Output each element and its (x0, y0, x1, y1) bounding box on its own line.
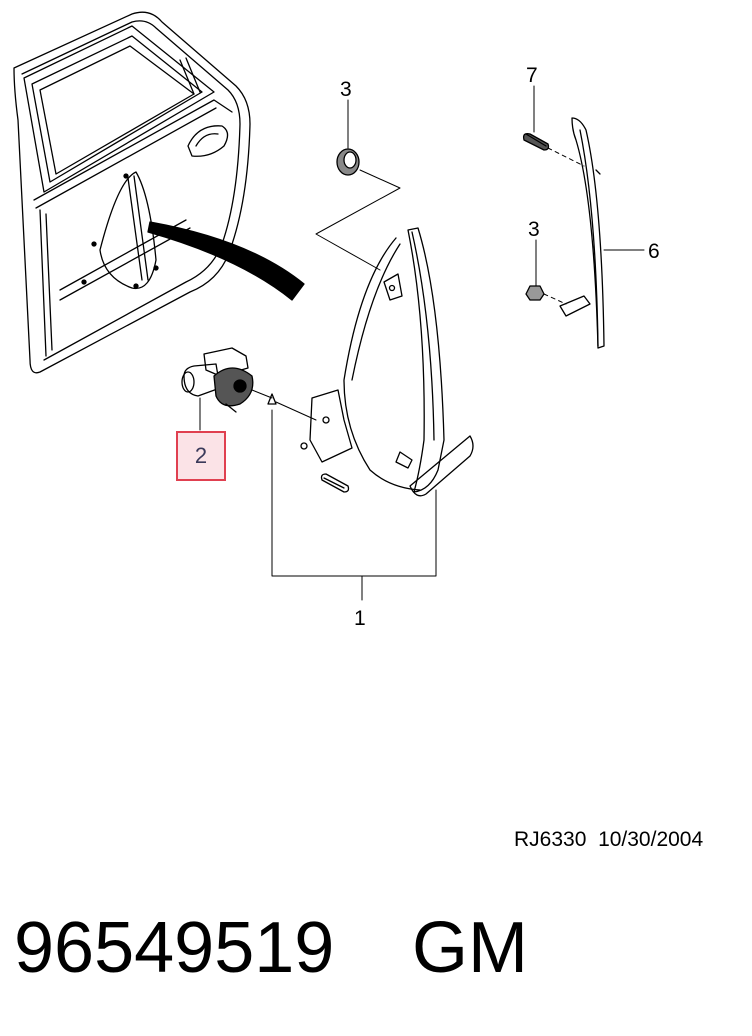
part-number: 96549519 (14, 908, 335, 988)
grommet-part-3 (336, 148, 360, 176)
drawing-code: RJ6330 (514, 828, 587, 851)
callout-3-top: 3 (340, 78, 352, 101)
drawing-reference: RJ6330 10/30/2004 (514, 828, 703, 852)
callout-7: 7 (526, 64, 538, 87)
callout-3-right: 3 (528, 218, 540, 241)
callout-6: 6 (648, 240, 660, 263)
rear-channel-part-6 (559, 117, 605, 349)
zoom-pointer (147, 221, 305, 301)
window-motor (181, 347, 254, 413)
leader-lines (199, 85, 645, 601)
screw-part-7 (522, 132, 550, 151)
brand-name: GM (412, 908, 528, 988)
drawing-date: 10/30/2004 (598, 828, 704, 851)
callout-1: 1 (354, 607, 366, 630)
callout-2-label: 2 (194, 443, 208, 468)
window-regulator (267, 227, 474, 497)
nut-part-3 (525, 285, 545, 301)
callout-2-highlighted: 2 (176, 431, 226, 481)
rear-door-illustration (13, 11, 251, 374)
